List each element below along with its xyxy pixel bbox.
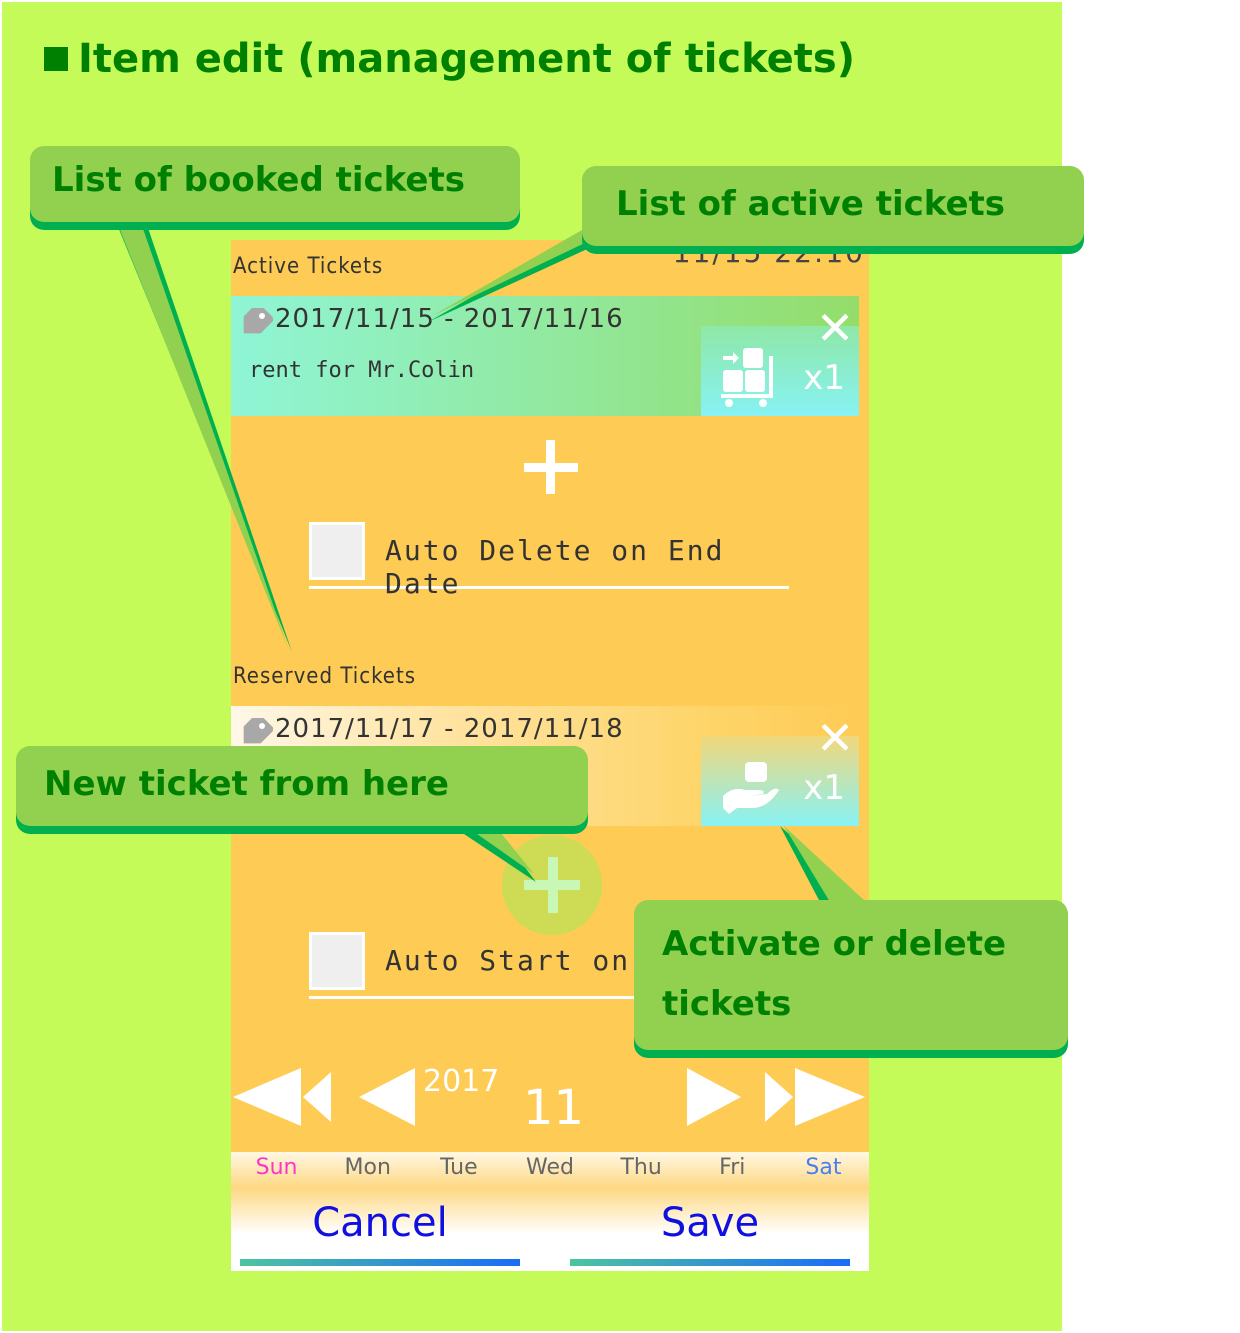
callout-new-ticket-text: New ticket from here [44, 764, 449, 804]
callout-activate-line2: tickets [662, 984, 792, 1024]
add-reserved-ticket-button[interactable] [502, 835, 602, 935]
page-title: Item edit (management of tickets) [44, 36, 855, 82]
auto-start-label: Auto Start on S [385, 944, 668, 977]
ticket-dates: 2017/11/15 - 2017/11/16 [275, 304, 624, 334]
auto-start-row[interactable]: Auto Start on S [309, 932, 789, 999]
cancel-button[interactable]: Cancel [240, 1196, 520, 1266]
ticket-note: rent for Mr.Colin [249, 358, 475, 383]
next-year-icon[interactable] [763, 1066, 867, 1128]
close-icon[interactable]: ✕ [815, 301, 855, 355]
add-active-ticket-button[interactable] [520, 436, 580, 496]
tag-icon [243, 308, 273, 334]
weekday-mon: Mon [344, 1155, 391, 1180]
ticket-status-button[interactable]: ✕ x1 [701, 715, 859, 826]
cancel-label: Cancel [312, 1200, 448, 1246]
month-navigation: 2017 11 [231, 1060, 869, 1140]
bullet-square-icon [44, 47, 68, 71]
callout-booked-text: List of booked tickets [52, 160, 465, 200]
bottom-action-bar: Cancel Save [231, 1188, 869, 1271]
weekday-header: Sun Mon Tue Wed Thu Fri Sat [231, 1152, 869, 1188]
weekday-sun: Sun [255, 1155, 298, 1180]
auto-delete-row[interactable]: Auto Delete on End Date [309, 522, 789, 600]
cart-icon [721, 348, 773, 407]
reserved-tickets-label: Reserved Tickets [233, 664, 417, 689]
save-label: Save [660, 1200, 760, 1246]
cancel-underline [240, 1259, 520, 1266]
tag-icon [243, 718, 273, 744]
active-ticket-item[interactable]: 2017/11/15 - 2017/11/16 rent for Mr.Coli… [231, 296, 859, 416]
prev-month-icon[interactable] [359, 1066, 417, 1128]
weekday-thu: Thu [620, 1155, 662, 1180]
weekday-wed: Wed [526, 1155, 574, 1180]
callout-booked-tickets: List of booked tickets [30, 146, 520, 222]
active-tickets-label: Active Tickets [233, 254, 384, 279]
close-icon[interactable]: ✕ [815, 711, 855, 765]
ticket-count: x1 [803, 358, 845, 398]
auto-delete-checkbox[interactable] [309, 522, 365, 580]
ticket-count: x1 [803, 768, 845, 808]
callout-active-tickets: List of active tickets [582, 166, 1084, 246]
callout-active-text: List of active tickets [616, 184, 1006, 224]
auto-start-checkbox[interactable] [309, 932, 365, 990]
weekday-fri: Fri [719, 1155, 746, 1180]
save-underline [570, 1259, 850, 1266]
hand-box-icon [723, 762, 779, 814]
callout-activate-delete: Activate or delete tickets [634, 900, 1068, 1050]
callout-activate-line1: Activate or delete [662, 924, 1007, 964]
ticket-status-button[interactable]: ✕ x1 [701, 305, 859, 416]
ticket-dates: 2017/11/17 - 2017/11/18 [275, 714, 624, 744]
calendar-month: 11 [523, 1080, 585, 1136]
prev-year-icon[interactable] [233, 1066, 333, 1128]
callout-new-ticket: New ticket from here [16, 746, 588, 826]
page-title-text: Item edit (management of tickets) [78, 36, 855, 82]
next-month-icon[interactable] [685, 1066, 743, 1128]
weekday-tue: Tue [440, 1155, 478, 1180]
save-button[interactable]: Save [570, 1196, 850, 1266]
calendar-year: 2017 [423, 1064, 500, 1099]
auto-delete-label: Auto Delete on End Date [385, 534, 725, 600]
weekday-sat: Sat [805, 1155, 842, 1180]
